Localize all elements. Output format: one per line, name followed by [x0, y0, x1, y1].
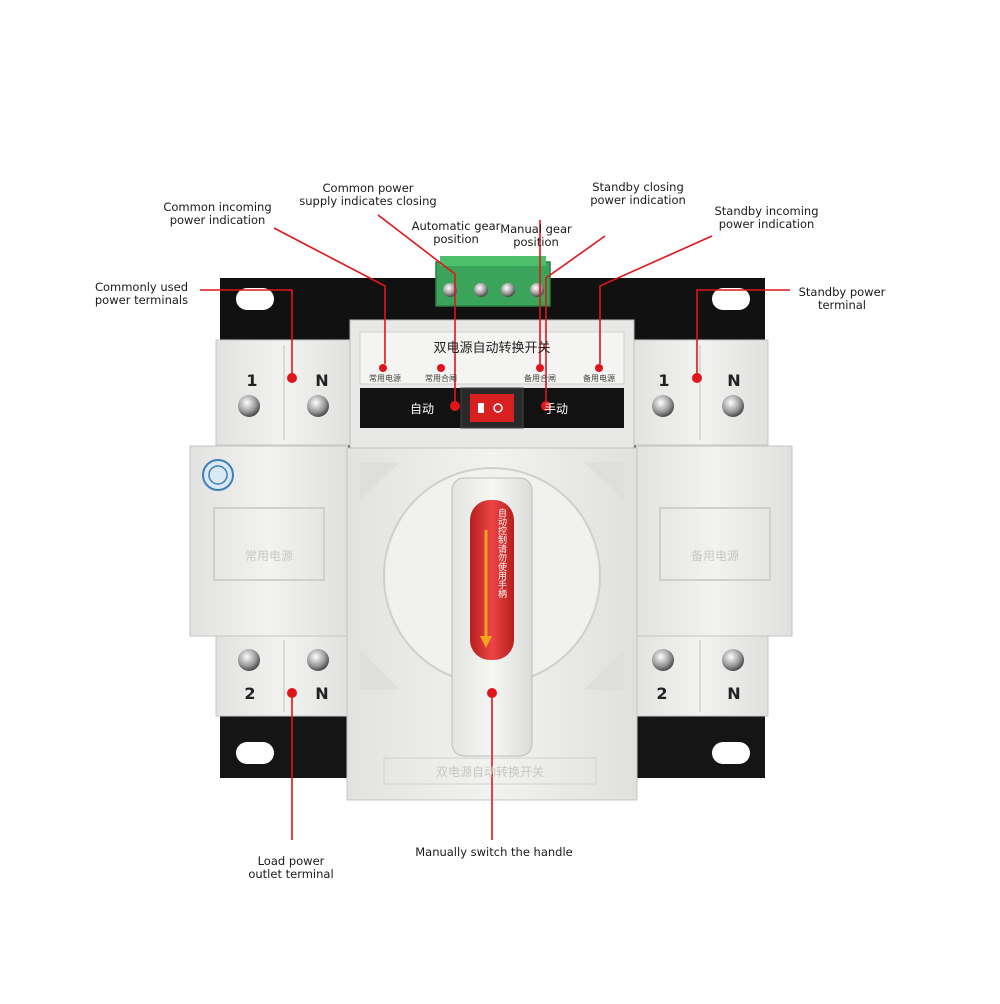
callout-line: position — [513, 235, 559, 249]
terminal-label: 1 — [658, 371, 669, 390]
mount-slot — [236, 742, 274, 764]
callout-standby-terminal: Standby power terminal — [790, 286, 894, 312]
screw-icon — [307, 649, 329, 671]
left-terminal-block — [189, 339, 353, 717]
screw-icon — [501, 283, 515, 297]
callout-line: Standby closing — [592, 180, 684, 194]
callout-line: Common power — [322, 181, 414, 195]
callout-line: power indication — [169, 213, 266, 227]
screw-icon — [443, 283, 457, 297]
terminal-label: N — [727, 371, 740, 390]
callout-line: power indication — [718, 217, 815, 231]
mount-slot — [712, 288, 750, 310]
callout-line: Standby power — [798, 285, 886, 299]
certification-logo-icon — [202, 459, 234, 491]
mode-manual-label: 手动 — [544, 402, 568, 416]
indicator-led — [437, 364, 445, 372]
screw-icon — [238, 649, 260, 671]
terminal-label: N — [727, 684, 740, 703]
screw-icon — [652, 395, 674, 417]
callout-line: Standby incoming — [714, 204, 819, 218]
callout-line: Manual gear — [500, 222, 572, 236]
callout-line: Manually switch the handle — [415, 845, 573, 859]
callout-line: position — [433, 232, 479, 246]
indicator-label: 备用电源 — [583, 373, 615, 383]
left-module-label: 常用电源 — [245, 549, 293, 563]
terminal-label: 2 — [656, 684, 667, 703]
handle-body — [346, 447, 638, 801]
callout-line: Common incoming — [163, 200, 272, 214]
handle-warning-text: 自动控制请勿使用手柄 — [496, 507, 507, 599]
screw-icon — [722, 395, 744, 417]
callout-automatic-gear: Automatic gear position — [408, 220, 504, 246]
callout-manual-gear: Manual gear position — [496, 223, 576, 249]
callout-line: power indication — [590, 193, 686, 207]
callout-line: Load power — [257, 854, 325, 868]
callout-line: power terminals — [94, 293, 189, 307]
screw-icon — [238, 395, 260, 417]
callout-common-supply-closing: Common power supply indicates closing — [298, 182, 438, 208]
bottom-label: 双电源自动转换开关 — [436, 764, 544, 779]
callout-load-outlet: Load power outlet terminal — [236, 855, 346, 881]
rocker-switch-icon — [470, 394, 514, 422]
right-terminal-block — [631, 339, 793, 717]
screw-icon — [722, 649, 744, 671]
screw-icon — [530, 283, 544, 297]
indicator-led — [379, 364, 387, 372]
callout-line: supply indicates closing — [299, 194, 437, 208]
callout-standby-closing: Standby closing power indication — [578, 181, 698, 207]
callout-handle: Manually switch the handle — [406, 846, 582, 859]
control-connector — [435, 256, 551, 307]
callout-line: outlet terminal — [248, 867, 334, 881]
indicator-led — [536, 364, 544, 372]
mount-slot — [712, 742, 750, 764]
callout-common-incoming-indication: Common incoming power indication — [160, 201, 275, 227]
indicator-label: 常用合闸 — [425, 373, 457, 383]
callout-line: Automatic gear — [411, 219, 501, 233]
mode-auto-label: 自动 — [410, 402, 434, 416]
screw-icon — [474, 283, 488, 297]
callout-endpoints — [287, 373, 702, 698]
callout-common-terminals: Commonly used power terminals — [84, 281, 199, 307]
indicator-led — [595, 364, 603, 372]
indicator-label: 备用合闸 — [524, 373, 556, 383]
indicator-label: 常用电源 — [369, 373, 401, 383]
terminal-label: 1 — [246, 371, 257, 390]
callout-line: terminal — [817, 298, 867, 312]
panel-title: 双电源自动转换开关 — [433, 341, 550, 356]
callout-line: Commonly used — [94, 280, 189, 294]
callout-standby-incoming-indication: Standby incoming power indication — [704, 205, 829, 231]
mount-slot — [236, 288, 274, 310]
terminal-label: N — [315, 684, 328, 703]
arrow-down-icon — [480, 636, 492, 648]
screw-icon — [652, 649, 674, 671]
screw-icon — [307, 395, 329, 417]
right-module-label: 备用电源 — [691, 549, 739, 563]
terminal-label: 2 — [244, 684, 255, 703]
callout-lines — [200, 214, 790, 840]
terminal-label: N — [315, 371, 328, 390]
control-panel — [349, 319, 635, 453]
